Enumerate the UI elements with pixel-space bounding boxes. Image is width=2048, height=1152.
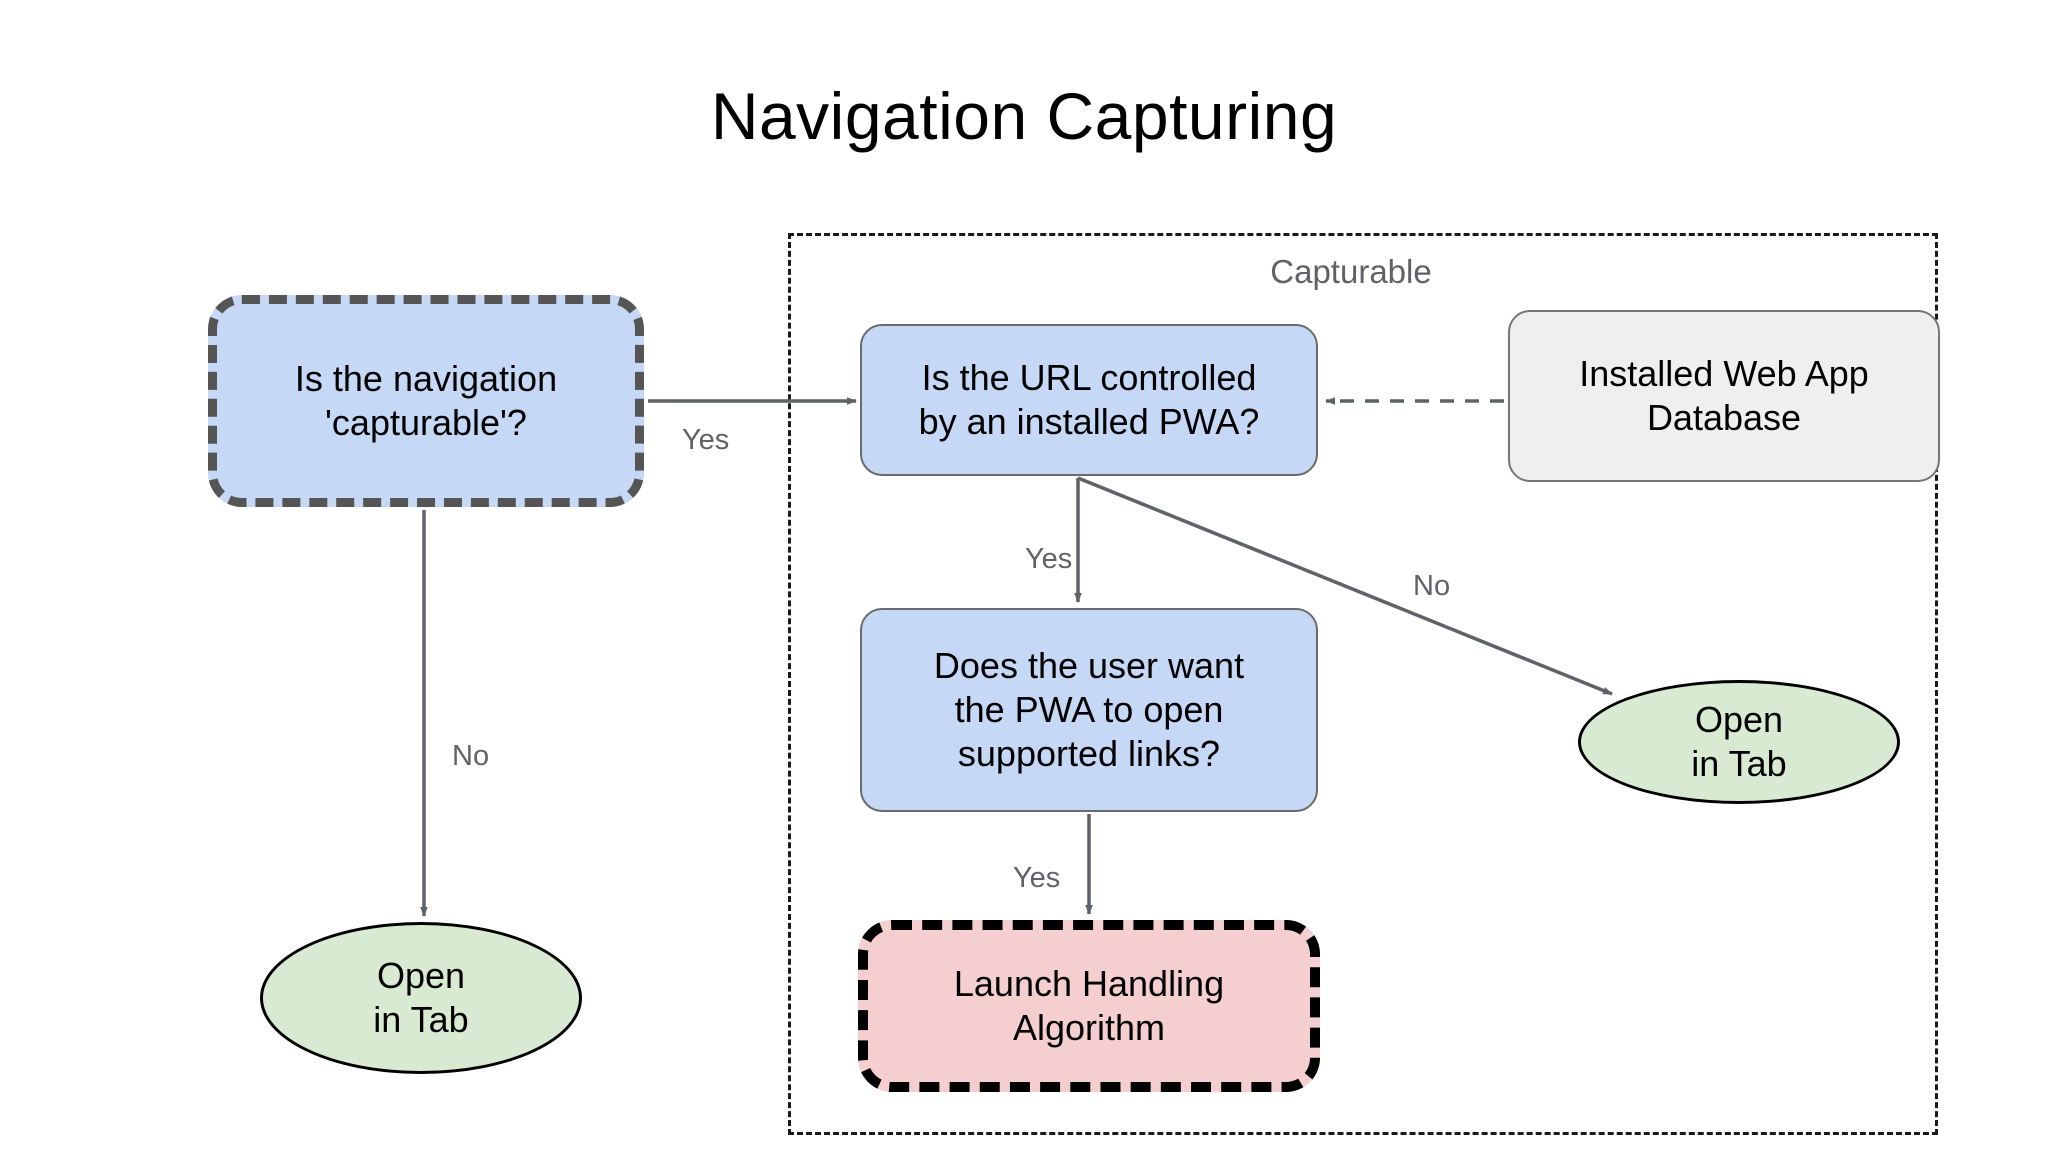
edge-label-url-no: No xyxy=(1413,570,1451,602)
edge-label-capturable-no: No xyxy=(452,740,490,772)
node-launch-handling-algorithm[interactable]: Launch Handling Algorithm xyxy=(858,920,1320,1092)
node-label: Launch Handling Algorithm xyxy=(953,963,1225,1048)
node-label: Is the navigation 'capturable'? xyxy=(294,358,558,443)
node-does-user-want-pwa-open-links[interactable]: Does the user want the PWA to open suppo… xyxy=(860,608,1318,812)
node-label: Installed Web App Database xyxy=(1579,353,1869,438)
node-is-navigation-capturable[interactable]: Is the navigation 'capturable'? xyxy=(208,295,644,507)
node-installed-web-app-database[interactable]: Installed Web App Database xyxy=(1508,310,1940,482)
edge-label-user-yes: Yes xyxy=(1013,862,1061,894)
node-label: Is the URL controlled by an installed PW… xyxy=(918,357,1260,442)
capturable-group-label: Capturable xyxy=(1270,253,1432,290)
node-label: Open in Tab xyxy=(1691,699,1787,784)
page-title: Navigation Capturing xyxy=(710,79,1338,153)
node-label: Does the user want the PWA to open suppo… xyxy=(933,645,1245,774)
edge-label-capturable-yes: Yes xyxy=(682,424,730,456)
node-label: Open in Tab xyxy=(373,955,469,1040)
edge-label-url-yes: Yes xyxy=(1025,543,1073,575)
node-is-url-controlled-by-pwa[interactable]: Is the URL controlled by an installed PW… xyxy=(860,324,1318,476)
capturable-group-container xyxy=(788,233,1938,1135)
node-open-in-tab-right[interactable]: Open in Tab xyxy=(1578,680,1900,804)
node-open-in-tab-left[interactable]: Open in Tab xyxy=(260,922,582,1074)
